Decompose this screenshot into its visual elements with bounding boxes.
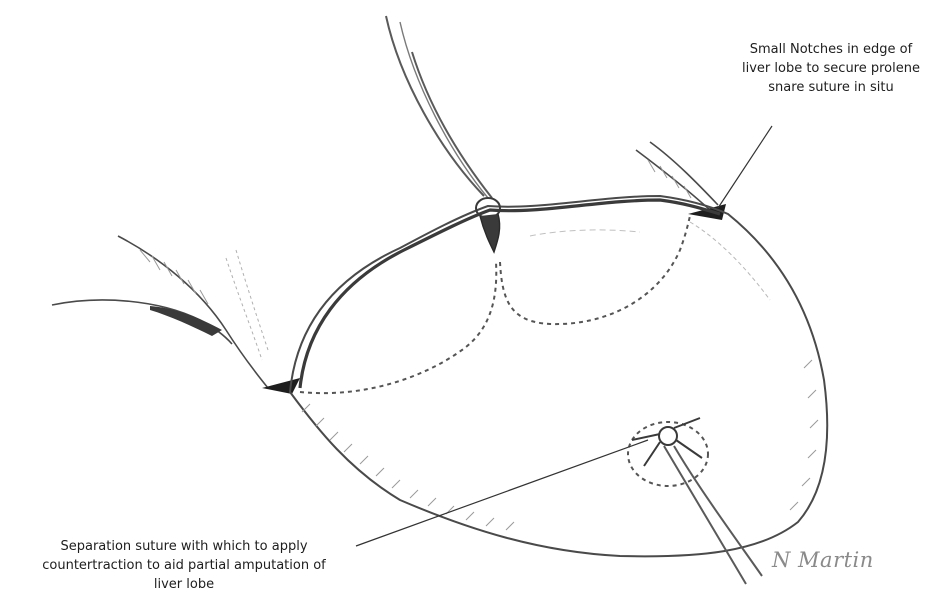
suture-annotation-line-3: liver lobe: [14, 575, 354, 594]
suture-leader-line: [356, 440, 648, 546]
leader-lines: [356, 126, 772, 546]
snare-knot: [386, 16, 500, 252]
suture-annotation-line-1: Separation suture with which to apply: [14, 537, 354, 556]
left-notch: [262, 378, 300, 394]
liver-lobe-outline: [290, 196, 827, 556]
notch-leader-line: [718, 126, 772, 208]
left-tissue-flap: [52, 236, 268, 388]
snare-suture-band: [300, 200, 720, 388]
notch-annotation-line-1: Small Notches in edge of: [720, 40, 939, 59]
notch-annotation: Small Notches in edge of liver lobe to s…: [720, 40, 939, 97]
edge-shading: [302, 222, 818, 530]
separation-suture: [632, 418, 762, 584]
suture-annotation: Separation suture with which to apply co…: [14, 537, 354, 594]
suture-annotation-line-2: countertraction to aid partial amputatio…: [14, 556, 354, 575]
artist-signature: N Martin: [772, 548, 874, 572]
notch-annotation-line-3: snare suture in situ: [720, 78, 939, 97]
transection-dotted-lines: [300, 216, 708, 486]
notch-annotation-line-2: liver lobe to secure prolene: [720, 59, 939, 78]
